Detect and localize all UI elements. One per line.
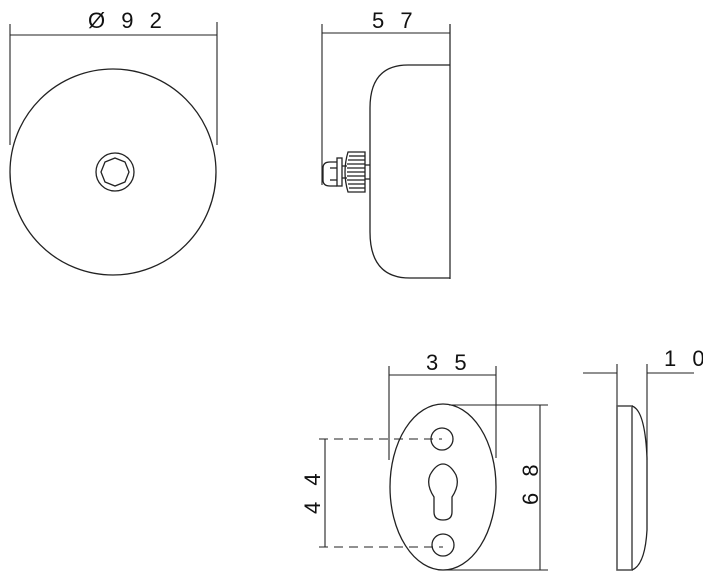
center-hex-socket-icon xyxy=(100,157,130,187)
side-profile-view: 5 7 xyxy=(321,8,451,279)
knurled-knob-icon xyxy=(344,151,366,193)
rubber-tip-icon xyxy=(322,161,337,187)
body-profile xyxy=(369,64,450,279)
hole-spacing-label: 4 4 xyxy=(300,468,325,514)
screw-hole-bottom xyxy=(431,533,455,557)
thickness-label: 1 0 xyxy=(664,346,703,371)
plate-outline xyxy=(389,403,497,571)
center-ring-outer xyxy=(95,152,135,192)
plate-curved-face xyxy=(631,405,648,571)
mounting-plate-front-view: 3 5 6 8 4 4 xyxy=(300,350,548,571)
disc-outline xyxy=(9,68,217,276)
depth-label: 5 7 xyxy=(372,8,418,33)
knurl-lines xyxy=(347,155,365,189)
diameter-label: Ø 9 2 xyxy=(88,8,167,33)
plate-edge xyxy=(616,405,633,571)
front-disc-view: Ø 9 2 xyxy=(9,8,218,276)
knob-washer xyxy=(336,157,343,187)
width-label: 3 5 xyxy=(426,350,472,375)
keyhole-slot-icon xyxy=(428,463,458,521)
height-label: 6 8 xyxy=(518,459,543,505)
mounting-plate-side-view: 1 0 xyxy=(583,346,703,571)
